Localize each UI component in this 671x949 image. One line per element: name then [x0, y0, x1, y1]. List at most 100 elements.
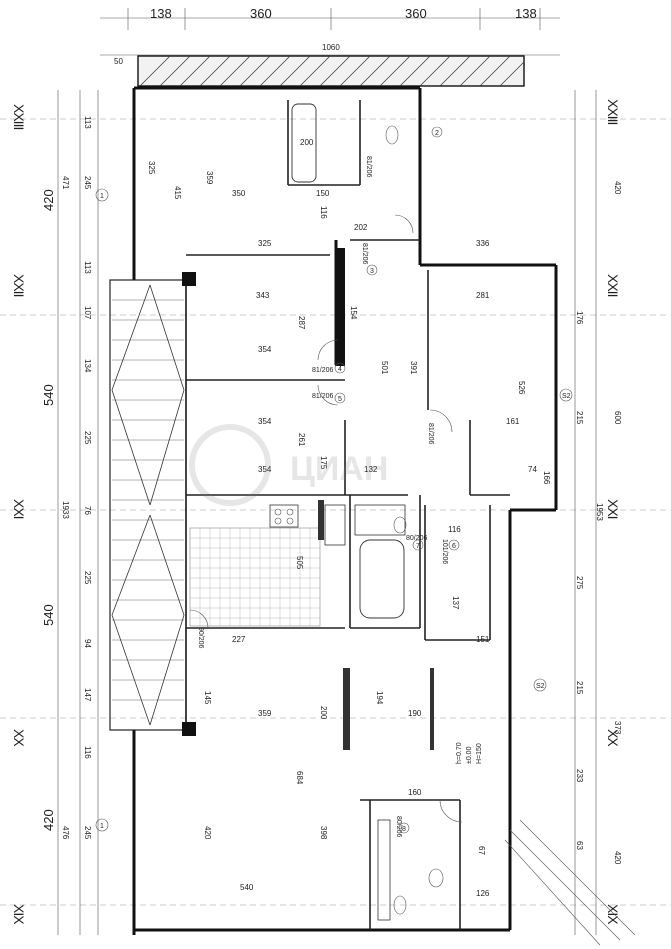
room-dim: 116: [319, 206, 328, 219]
door-swings: [189, 214, 463, 823]
room-dim: 74: [528, 465, 537, 474]
window-num: 1: [100, 823, 104, 830]
right-dim-1: 420: [613, 181, 622, 195]
axis-label-left-3: XXI: [11, 499, 27, 519]
door-code: 81/206: [312, 393, 334, 400]
room-dim: 132: [364, 465, 378, 474]
window-labels: 1 S2 S2: [95, 388, 573, 832]
left-dim-3: 540: [41, 604, 56, 626]
bathroom-fixtures: [291, 103, 444, 921]
room-dim: 505: [295, 556, 304, 570]
room-dim: 359: [205, 171, 214, 185]
note-block: H=150 ±0.00 h=0.70: [456, 742, 483, 764]
door-code: 81/206: [365, 156, 372, 178]
right-inner-dim-6: 63: [575, 841, 584, 850]
room-dim: 350: [232, 189, 246, 198]
top-dim-2: 360: [250, 6, 272, 21]
columns: [318, 248, 434, 750]
room-dim: 154: [349, 306, 358, 320]
room-dim: 200: [319, 706, 328, 720]
room-dim: 420: [203, 826, 212, 840]
watermark: ЦИАН: [189, 424, 388, 506]
door-code: 80/206: [406, 535, 428, 542]
room-dim: 281: [476, 291, 490, 300]
left-dim-4: 420: [41, 809, 56, 831]
axis-marker: 3: [370, 268, 374, 275]
room-dim: 415: [173, 186, 182, 200]
left-inner-dim-3: 245: [83, 176, 92, 190]
room-dim: 151: [476, 635, 490, 644]
room-dim: 684: [295, 771, 304, 785]
axis-marker: 7: [416, 543, 420, 550]
top-dim-1: 138: [150, 6, 172, 21]
axis-label-left-2: XXII: [11, 274, 27, 297]
room-dim: 67: [477, 846, 486, 855]
right-axis-labels: XXIII XXII XXI XX XIX: [605, 99, 621, 925]
room-dim: 343: [256, 291, 270, 300]
door-codes: 81/206 81/206 81/206 81/206 81/206 101/2…: [197, 156, 448, 838]
right-dimension-chains: 420 600 1953 373 420 176 215 275 215 233…: [574, 90, 622, 935]
room-dim: 398: [319, 826, 328, 840]
axis-marker: 5: [338, 396, 342, 403]
left-inner-dim-5: 107: [83, 306, 92, 320]
note-line-1: H=150: [476, 743, 483, 764]
left-inner-dim-12: 147: [83, 688, 92, 702]
room-dim: 175: [319, 456, 328, 470]
right-inner-dim-4: 215: [575, 681, 584, 695]
axis-label-left-5: XIX: [11, 904, 27, 925]
left-inner-dim-11: 94: [83, 639, 92, 648]
grid-lines: [0, 118, 671, 906]
exterior-walls: [132, 86, 558, 935]
right-dim-3: 1953: [595, 503, 604, 521]
room-dim: 166: [542, 471, 551, 485]
door-code: 81/206: [312, 367, 334, 374]
interior-walls: [186, 100, 510, 930]
room-dim: 190: [408, 709, 422, 718]
right-dim-4: 373: [613, 721, 622, 735]
roof-band: [137, 55, 525, 87]
axis-label-left-1: XXIII: [11, 104, 27, 129]
door-code: 81/206: [427, 423, 434, 445]
left-dim-1: 420: [41, 189, 56, 211]
bottom-right-ramp: [504, 819, 636, 946]
kitchen-tiles: [189, 504, 346, 627]
left-inner-dim-9: 1933: [61, 501, 70, 519]
room-dim: 526: [517, 381, 526, 395]
window-num: S2: [562, 393, 571, 400]
room-dim: 540: [240, 883, 254, 892]
room-dim: 336: [476, 239, 490, 248]
room-dim: 354: [258, 417, 272, 426]
left-inner-dim-13: 116: [83, 746, 92, 759]
door-code: 80/206: [395, 816, 402, 838]
room-dim: 354: [258, 465, 272, 474]
watermark-text: ЦИАН: [290, 450, 388, 488]
door-code: 90/206: [197, 627, 204, 649]
roof-dim-edge: 50: [114, 57, 123, 66]
room-dim: 160: [408, 788, 422, 797]
right-dim-5: 420: [613, 851, 622, 865]
room-dim: 287: [297, 316, 306, 330]
right-inner-dim-3: 275: [575, 576, 584, 590]
top-dim-3: 360: [405, 6, 427, 21]
room-dim: 161: [506, 417, 520, 426]
axis-label-right-3: XXI: [605, 499, 621, 519]
balcony: [109, 272, 196, 736]
right-inner-dim-1: 176: [575, 311, 584, 325]
left-inner-dim-8: 76: [83, 506, 92, 515]
room-dim: 501: [380, 361, 389, 375]
left-inner-dim-6: 134: [83, 359, 92, 373]
room-dim: 194: [375, 691, 384, 705]
axis-marker: 4: [338, 366, 342, 373]
right-inner-dim-5: 233: [575, 769, 584, 783]
room-dim: 150: [316, 189, 330, 198]
room-dim: 145: [203, 691, 212, 705]
left-inner-dim-14: 476: [61, 826, 70, 840]
room-dim: 325: [258, 239, 272, 248]
right-dim-2: 600: [613, 411, 622, 425]
left-inner-dim-2: 471: [61, 176, 70, 190]
left-inner-dim-7: 225: [83, 431, 92, 445]
axis-label-right-1: XXIII: [605, 99, 621, 124]
top-dim-4: 138: [515, 6, 537, 21]
note-line-2: ±0.00: [466, 746, 473, 764]
left-axis-labels: XXIII XXII XXI XX XIX: [11, 104, 27, 925]
